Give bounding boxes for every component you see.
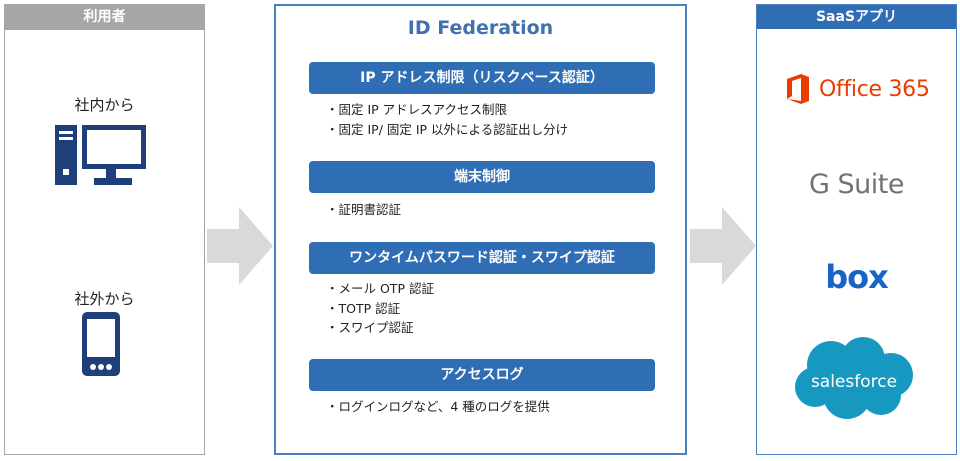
gsuite-logo: G Suite xyxy=(809,169,904,200)
salesforce-logo: salesforce xyxy=(791,335,917,421)
access-log-items: ・ログインログなど、4 種のログを提供 xyxy=(326,397,666,417)
smartphone-icon xyxy=(82,312,120,376)
device-control-heading: 端末制御 xyxy=(309,161,655,193)
box-logo: box xyxy=(825,258,889,296)
external-access-label: 社外から xyxy=(74,290,135,308)
users-panel: 利用者 社内から 社外から xyxy=(4,4,205,455)
internal-access-label: 社内から xyxy=(74,96,135,114)
office365-logo: Office 365 xyxy=(785,69,930,109)
device-control-items: ・証明書認証 xyxy=(326,200,666,220)
right-arrow-icon xyxy=(690,207,756,285)
office-logo-icon xyxy=(787,74,809,104)
list-item: ・TOTP 認証 xyxy=(326,300,401,316)
ip-restriction-heading: IP アドレス制限（リスクベース認証） xyxy=(309,62,655,94)
list-item: ・固定 IP/ 固定 IP 以外による認証出し分け xyxy=(326,121,569,137)
list-item: ・証明書認証 xyxy=(326,202,402,217)
list-item: ・ログインログなど、4 種のログを提供 xyxy=(326,399,550,414)
otp-swipe-items: ・メール OTP 認証 ・TOTP 認証 ・スワイプ認証 xyxy=(326,279,666,338)
salesforce-cloud-icon: salesforce xyxy=(795,337,913,419)
list-item: ・固定 IP アドレスアクセス制限 xyxy=(326,102,508,117)
id-federation-panel: ID Federation IP アドレス制限（リスクベース認証） ・固定 IP… xyxy=(274,4,687,455)
id-federation-title: ID Federation xyxy=(407,17,554,39)
office365-text: Office 365 xyxy=(819,76,930,102)
otp-swipe-heading: ワンタイムパスワード認証・スワイプ認証 xyxy=(309,242,655,274)
salesforce-text: salesforce xyxy=(811,372,897,392)
saas-apps-header: SaaSアプリ xyxy=(757,5,956,29)
saas-apps-panel: SaaSアプリ Office 365 G Suite box salesforc… xyxy=(756,4,957,455)
list-item: ・メール OTP 認証 xyxy=(326,281,434,296)
access-log-heading: アクセスログ xyxy=(309,359,655,391)
users-header: 利用者 xyxy=(5,5,204,30)
right-arrow-icon xyxy=(207,207,273,285)
list-item: ・スワイプ認証 xyxy=(326,320,414,335)
desktop-pc-icon xyxy=(55,125,146,185)
ip-restriction-items: ・固定 IP アドレスアクセス制限 ・固定 IP/ 固定 IP 以外による認証出… xyxy=(326,100,666,139)
